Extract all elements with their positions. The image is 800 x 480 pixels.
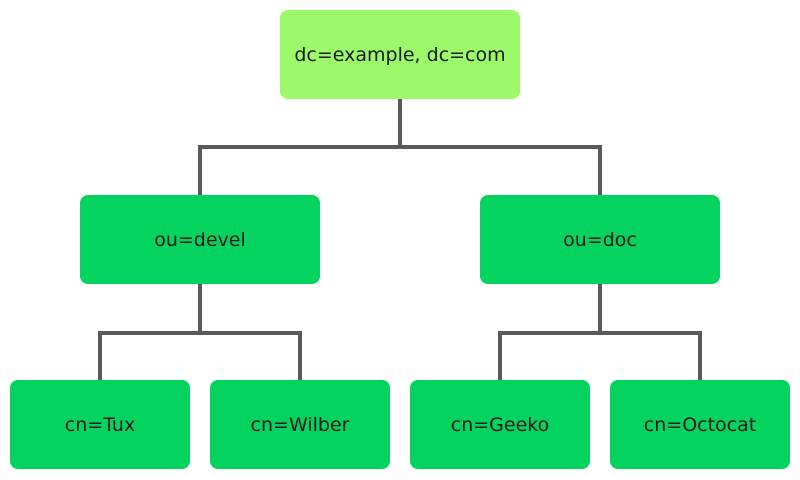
- cn-geeko-label: cn=Geeko: [450, 413, 550, 436]
- connector-doc-to-cns: [498, 282, 702, 382]
- ou-doc-label: ou=doc: [563, 228, 637, 251]
- root-node-label: dc=example, dc=com: [294, 43, 506, 66]
- cn-octocat-node: cn=Octocat: [610, 380, 790, 469]
- connector-root-to-ous: [198, 97, 602, 197]
- ou-devel-node: ou=devel: [80, 195, 320, 284]
- cn-geeko-node: cn=Geeko: [410, 380, 590, 469]
- cn-octocat-label: cn=Octocat: [643, 413, 757, 436]
- ou-devel-label: ou=devel: [154, 228, 246, 251]
- cn-wilber-node: cn=Wilber: [210, 380, 390, 469]
- root-node: dc=example, dc=com: [280, 10, 520, 99]
- connector-devel-to-cns: [98, 282, 302, 382]
- ou-doc-node: ou=doc: [480, 195, 720, 284]
- cn-wilber-label: cn=Wilber: [250, 413, 350, 436]
- cn-tux-label: cn=Tux: [64, 413, 136, 436]
- cn-tux-node: cn=Tux: [10, 380, 190, 469]
